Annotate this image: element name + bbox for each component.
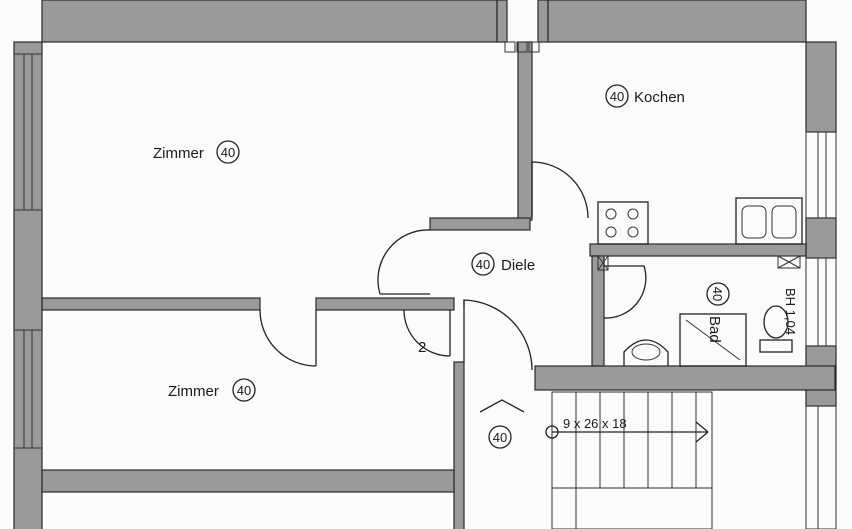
vent-boxes — [597, 255, 801, 271]
toilet-icon — [759, 305, 793, 353]
room-kochen: 40 Kochen — [605, 84, 685, 108]
shaft-icon — [504, 41, 540, 53]
room-diele: 40 Diele — [471, 252, 535, 276]
room-name: Diele — [501, 257, 535, 274]
room-name: Zimmer — [168, 383, 219, 400]
room-name: Bad — [706, 316, 723, 343]
room-number: 40 — [610, 89, 624, 104]
fragment-text: 2 — [418, 339, 426, 356]
walls — [13, 0, 837, 529]
stair-dimensions: 9 x 26 x 18 — [563, 416, 627, 431]
windows-right — [805, 131, 837, 529]
room-number: 40 — [237, 383, 251, 398]
stair-number: 40 — [488, 425, 512, 449]
room-zimmer-bottom: Zimmer 40 — [168, 378, 256, 402]
shower-tray-icon — [679, 313, 747, 367]
doors — [259, 161, 647, 371]
room-name: Kochen — [634, 89, 685, 106]
room-number: 40 — [710, 287, 725, 301]
washbasin-icon — [623, 339, 669, 366]
room-number: 40 — [476, 257, 490, 272]
stair-arrow-icon — [479, 399, 525, 413]
sink-icon — [735, 197, 803, 245]
svg-text:40: 40 — [493, 430, 507, 445]
room-height-tag: BH 1,04 — [783, 288, 798, 335]
room-name: Zimmer — [153, 145, 204, 162]
room-zimmer-top: Zimmer 40 — [153, 140, 240, 164]
room-bad: 40 Bad — [706, 282, 730, 343]
staircase — [545, 391, 713, 529]
windows-left — [13, 53, 43, 449]
stove-icon — [597, 201, 649, 245]
room-number: 40 — [221, 145, 235, 160]
